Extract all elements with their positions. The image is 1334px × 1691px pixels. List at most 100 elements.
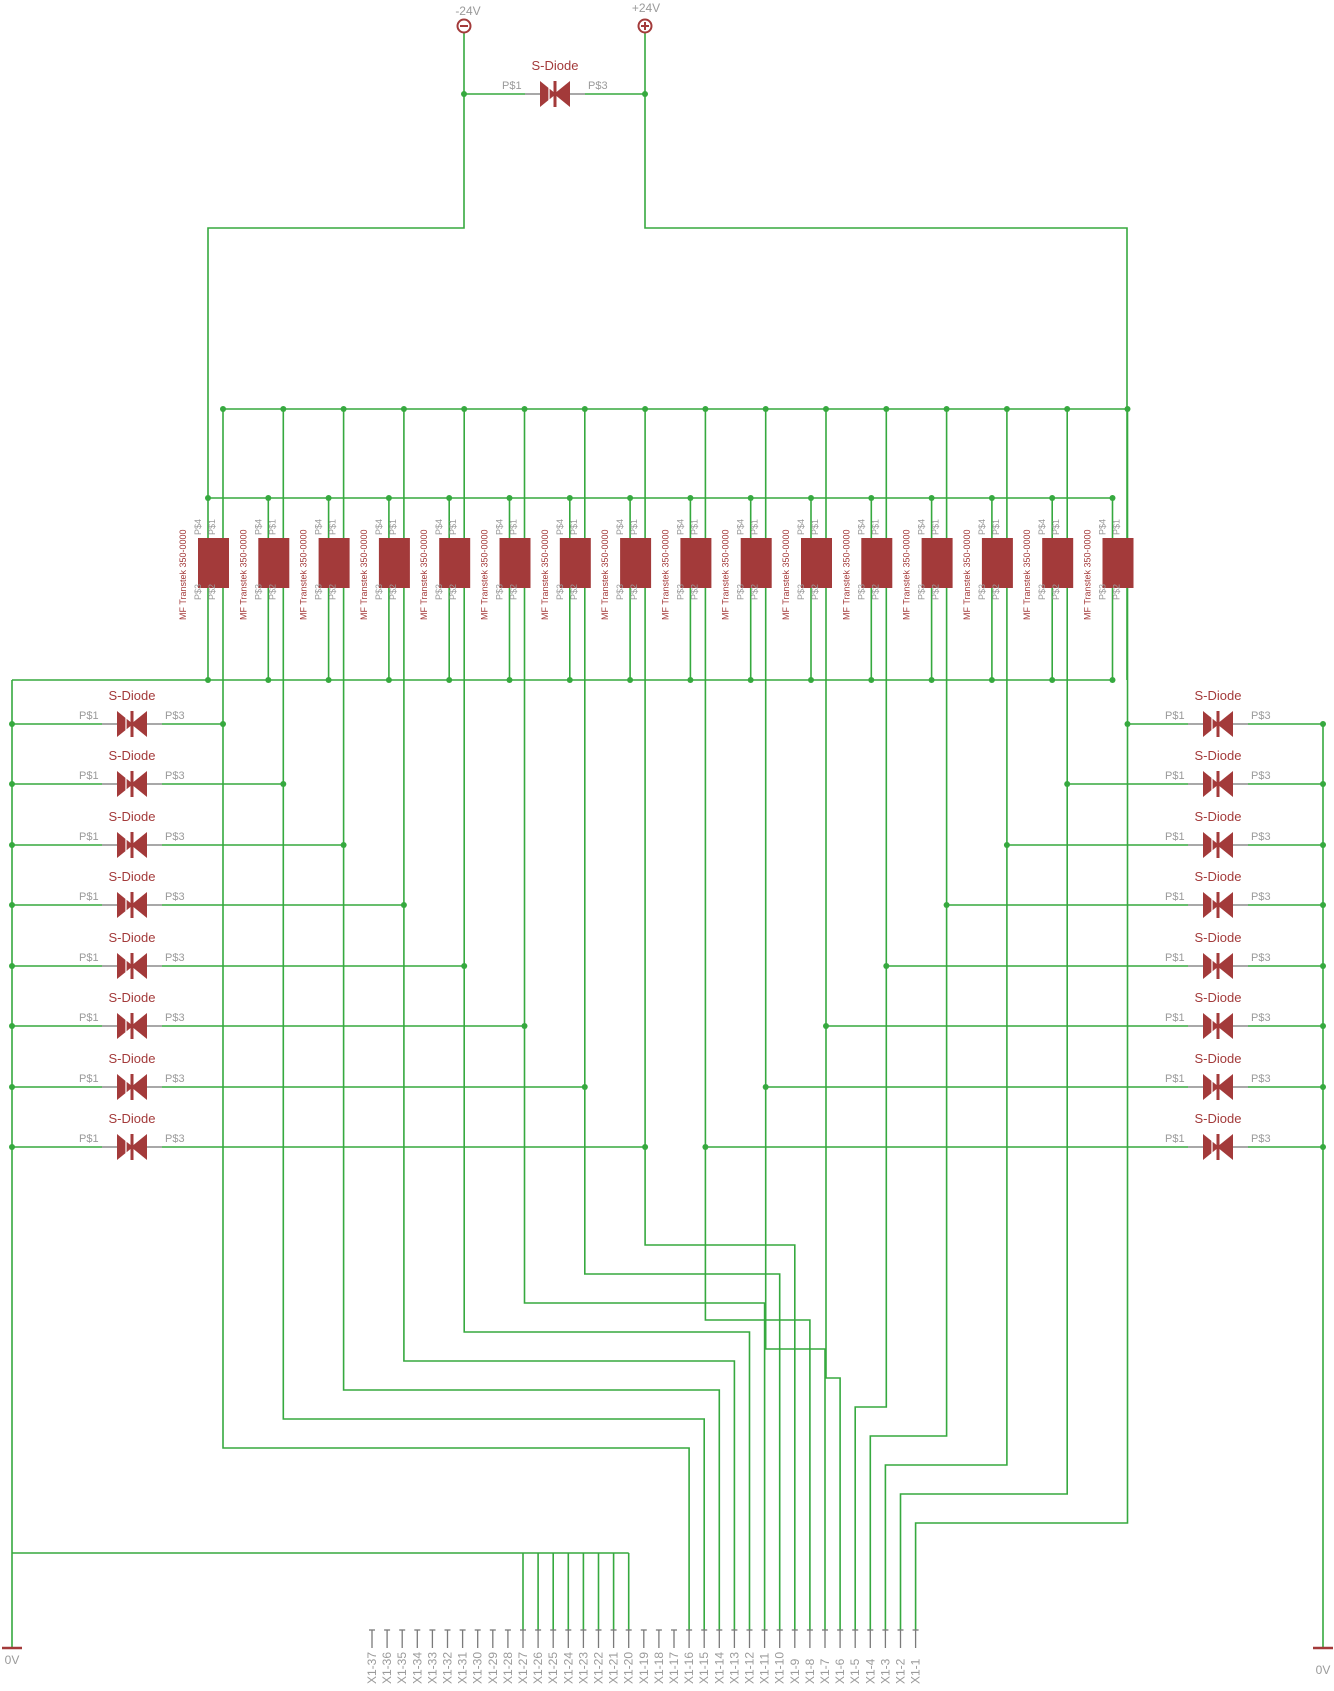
relay-5[interactable] [439, 538, 471, 588]
junction-dot [1320, 721, 1326, 727]
relay-4[interactable] [378, 538, 410, 588]
relay-pin-label: P$3 [434, 584, 444, 600]
relay-body [499, 538, 531, 588]
relay-13[interactable] [921, 538, 953, 588]
diode-symbol[interactable] [525, 81, 585, 107]
relay-12[interactable] [861, 538, 893, 588]
diode-triangle-left [1203, 1074, 1219, 1100]
relay-pin-label: P$2 [569, 584, 579, 600]
relay-pin-label: P$3 [675, 584, 685, 600]
relay-11[interactable] [801, 538, 832, 588]
diode-triangle-left [1203, 711, 1219, 737]
connector-pin-label: X1-11 [758, 1653, 772, 1684]
relay-3[interactable] [318, 538, 350, 588]
relay-pin-label: P$4 [495, 519, 505, 535]
diode-bar [1216, 892, 1220, 918]
junction-dot [1109, 495, 1116, 501]
diode-symbol[interactable] [1188, 832, 1248, 858]
diode-symbol[interactable] [102, 832, 162, 858]
diode-symbol[interactable] [102, 1134, 162, 1160]
diode-triangle-right [1217, 771, 1233, 797]
diode-bar [130, 1074, 134, 1100]
relay-name-label: MF Transtek 350-0000 [299, 529, 309, 620]
diode-name-label: S-Diode [1195, 1111, 1242, 1126]
relay-8[interactable] [620, 538, 652, 588]
relay-pin-label: P$4 [675, 519, 685, 535]
relay-name-label: MF Transtek 350-0000 [1083, 529, 1093, 620]
relay-15[interactable] [1042, 538, 1074, 588]
junction-dot [1320, 781, 1326, 787]
diode-symbol[interactable] [1188, 953, 1248, 979]
diode-symbol[interactable] [1188, 1013, 1248, 1039]
relay-9[interactable] [680, 538, 712, 588]
diode-symbol[interactable] [102, 1013, 162, 1039]
connector-pin-label: X1-3 [878, 1658, 892, 1684]
relay-pin-label: P$4 [796, 519, 806, 535]
connector-pin-label: X1-4 [863, 1658, 877, 1684]
junction-dot [687, 495, 694, 501]
output-route-right [704, 409, 811, 1630]
relay-14[interactable] [981, 538, 1013, 588]
diode-pin-label: P$3 [1251, 891, 1271, 903]
junction-dot [1320, 842, 1326, 848]
connector-pin-label: X1-33 [425, 1652, 439, 1684]
diode-symbol[interactable] [1188, 1134, 1248, 1160]
relay-pin-label: P$4 [977, 519, 987, 535]
diode-symbol[interactable] [1188, 1074, 1248, 1100]
relay-pin-label: P$3 [193, 584, 203, 600]
connector-pin-label: X1-10 [773, 1652, 787, 1684]
relay-pin-label: P$2 [1051, 584, 1061, 600]
relay-pin-label: P$3 [1098, 584, 1108, 600]
output-route-right [914, 409, 1129, 1630]
relay-body [258, 538, 290, 588]
diode-symbol[interactable] [102, 1074, 162, 1100]
relay-pin-label: P$3 [1037, 584, 1047, 600]
relay-pin-label: P$1 [629, 519, 639, 535]
diode-bracket-mark [1211, 1016, 1215, 1036]
diode-symbol[interactable] [1188, 771, 1248, 797]
connector-pin-label: X1-19 [637, 1652, 651, 1684]
diode-triangle-left [117, 832, 133, 858]
relay-pin-label: P$2 [629, 584, 639, 600]
relay-6[interactable] [499, 538, 531, 588]
relay-16[interactable] [1102, 538, 1134, 588]
diode-name-label: S-Diode [1195, 990, 1242, 1005]
relay-name-label: MF Transtek 350-0000 [419, 529, 429, 620]
diode-symbol[interactable] [102, 953, 162, 979]
diode-bracket-mark [125, 714, 129, 734]
diode-triangle-left [1203, 892, 1219, 918]
relay-pin-label: P$4 [917, 519, 927, 535]
diode-pin-label: P$3 [165, 770, 185, 782]
relay-2[interactable] [258, 538, 290, 588]
diode-symbol[interactable] [102, 892, 162, 918]
diode-bar [130, 711, 134, 737]
relay-body [1042, 538, 1074, 588]
output-route-right [825, 409, 841, 1630]
junction-dot [747, 495, 754, 501]
diode-symbol[interactable] [102, 711, 162, 737]
diode-name-label: S-Diode [109, 1111, 156, 1126]
diode-bracket-mark [125, 1077, 129, 1097]
output-route-left [342, 409, 721, 1630]
ground-left-label: 0V [5, 1653, 20, 1667]
diode-symbol[interactable] [1188, 711, 1248, 737]
diode-pin-label: P$3 [588, 80, 608, 92]
diode-symbol[interactable] [102, 771, 162, 797]
diode-name-label: S-Diode [1195, 930, 1242, 945]
relay-name-label: MF Transtek 350-0000 [600, 529, 610, 620]
diode-pin-label: P$3 [1251, 1012, 1271, 1024]
relay-1[interactable] [198, 538, 229, 588]
relay-name-label: MF Transtek 350-0000 [1022, 529, 1032, 620]
diode-symbol[interactable] [1188, 892, 1248, 918]
diode-pin-label: P$1 [502, 80, 522, 92]
relay-10[interactable] [740, 538, 772, 588]
relay-body [439, 538, 471, 588]
relay-pin-label: P$4 [434, 519, 444, 535]
junction-dot [265, 495, 272, 501]
relay-pin-label: P$3 [796, 584, 806, 600]
relay-pin-label: P$4 [1037, 519, 1047, 535]
relay-pin-label: P$1 [810, 519, 820, 535]
relay-7[interactable] [559, 538, 591, 588]
connector-pin-label: X1-36 [380, 1652, 394, 1684]
